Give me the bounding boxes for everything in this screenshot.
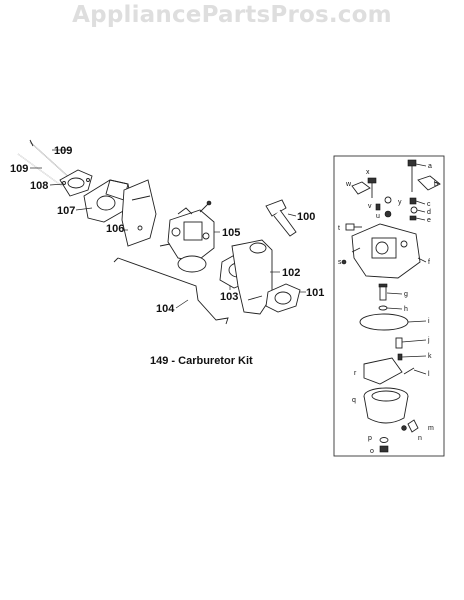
kit-part-y[interactable] (384, 196, 392, 204)
kit-part-e[interactable] (409, 215, 417, 221)
callout-103: 103 (220, 291, 238, 303)
kit-part-u[interactable] (384, 210, 392, 218)
kit-part-j[interactable] (395, 337, 403, 349)
kit-part-a[interactable] (407, 159, 417, 192)
kit-part-t[interactable] (345, 223, 362, 231)
kit-part-f[interactable] (351, 223, 421, 279)
kit-callout-j: j (427, 337, 430, 344)
leader-107 (75, 207, 93, 211)
linkage-rod-104[interactable] (113, 257, 229, 325)
heat-shield-106[interactable] (121, 179, 157, 247)
watermark-text: AppliancePartsPros.com (72, 2, 392, 28)
kit-part-o[interactable] (379, 445, 389, 453)
kit-callout-x: x (366, 169, 370, 176)
kit-part-q[interactable] (363, 387, 409, 424)
kit-callout-b: b (434, 181, 438, 188)
kit-callout-q: q (352, 397, 356, 404)
kit-callout-c: c (427, 201, 431, 208)
kit-callout-i: i (428, 318, 430, 325)
callout-109-upper: 109 (54, 145, 72, 157)
gasket-108[interactable] (59, 169, 93, 197)
kit-caption: 149 - Carburetor Kit (150, 355, 253, 367)
hose-100[interactable] (265, 199, 297, 237)
stud-109-upper[interactable] (29, 139, 73, 181)
kit-parts (341, 159, 441, 453)
callout-104: 104 (156, 303, 175, 315)
kit-callout-e: e (427, 217, 431, 224)
callout-109-lower: 109 (10, 163, 28, 175)
kit-callout-t: t (338, 225, 340, 232)
callout-100: 100 (297, 211, 315, 223)
callout-102: 102 (282, 267, 300, 279)
kit-part-l[interactable] (403, 367, 415, 375)
stud-109-lower[interactable] (17, 153, 63, 187)
kit-callout-a: a (428, 163, 432, 170)
kit-part-g[interactable] (378, 283, 388, 301)
callout-106: 106 (106, 223, 124, 235)
gasket-101[interactable] (265, 283, 301, 313)
kit-callout-k: k (428, 353, 432, 360)
kit-callout-g: g (404, 291, 408, 298)
kit-part-w[interactable] (351, 181, 371, 195)
kit-part-v[interactable] (375, 203, 381, 211)
kit-callout-w: w (345, 181, 352, 188)
kit-callout-s: s (338, 259, 342, 266)
kit-callout-h: h (404, 306, 408, 313)
kit-part-x[interactable] (367, 177, 377, 198)
kit-callout-n: n (418, 435, 422, 442)
kit-callout-v: v (368, 203, 372, 210)
leader-100 (287, 213, 297, 217)
leader-108 (49, 183, 65, 186)
kit-callout-o: o (370, 448, 374, 455)
kit-part-n[interactable] (401, 425, 407, 431)
callout-101: 101 (306, 287, 324, 299)
kit-part-s[interactable] (341, 259, 347, 265)
carburetor-105[interactable] (159, 200, 215, 273)
callout-105: 105 (222, 227, 240, 239)
kit-callout-r: r (354, 370, 357, 377)
intake-elbow-102[interactable] (231, 239, 273, 315)
leader-104 (175, 299, 189, 309)
kit-part-p[interactable] (379, 437, 389, 443)
kit-callout-y: y (398, 199, 402, 206)
kit-callout-l: l (428, 371, 430, 378)
kit-part-c[interactable] (409, 197, 417, 205)
callout-107: 107 (57, 205, 75, 217)
kit-callout-u: u (376, 213, 380, 220)
callout-108: 108 (30, 180, 48, 192)
kit-callout-f: f (428, 259, 430, 266)
kit-leader-lines (386, 163, 441, 375)
kit-callout-d: d (427, 209, 431, 216)
kit-part-m[interactable] (407, 419, 419, 433)
kit-part-r[interactable] (363, 357, 403, 385)
kit-part-k[interactable] (397, 353, 403, 361)
kit-callout-p: p (368, 435, 372, 442)
kit-callout-m: m (428, 425, 434, 432)
